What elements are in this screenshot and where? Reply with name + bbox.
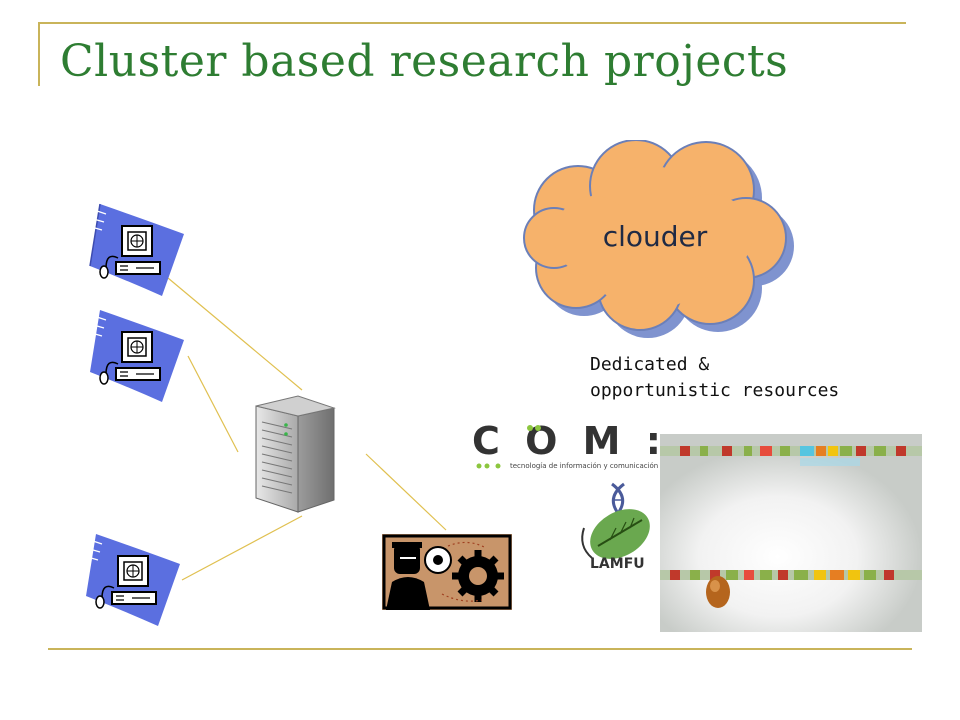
slide-title: Cluster based research projects: [60, 36, 789, 87]
gear-worker-icon: [382, 534, 512, 610]
sequence-visualization-image: [660, 434, 922, 632]
comit-logo-tagline: tecnología de información y comunicación: [510, 462, 658, 470]
resources-caption: Dedicated & opportunistic resources: [590, 354, 840, 401]
sequence-track-bottom: [660, 570, 922, 580]
link-line: [187, 355, 239, 453]
comit-logo-mark: C O M : I : T: [472, 419, 658, 463]
sequence-track-top: [660, 446, 922, 456]
frame-bottom-rule: [48, 648, 912, 650]
frame-top-rule: [40, 22, 906, 24]
workstation-icon: [87, 310, 184, 402]
server-tower-icon: [255, 395, 336, 513]
lamfu-logo-mark: LAMFU: [590, 556, 645, 572]
link-line: [167, 277, 303, 391]
lamfu-logo: LAMFU: [581, 482, 650, 572]
link-line: [181, 515, 303, 581]
workstation-icon: [83, 534, 180, 626]
comit-logo: C O M : I : T tecnología de información …: [472, 419, 658, 470]
workstation-icon: [87, 203, 184, 296]
frame-left-rule: [38, 22, 40, 86]
cloud-icon: clouder: [523, 140, 794, 338]
link-line: [365, 453, 447, 531]
cloud-label: clouder: [603, 220, 708, 253]
